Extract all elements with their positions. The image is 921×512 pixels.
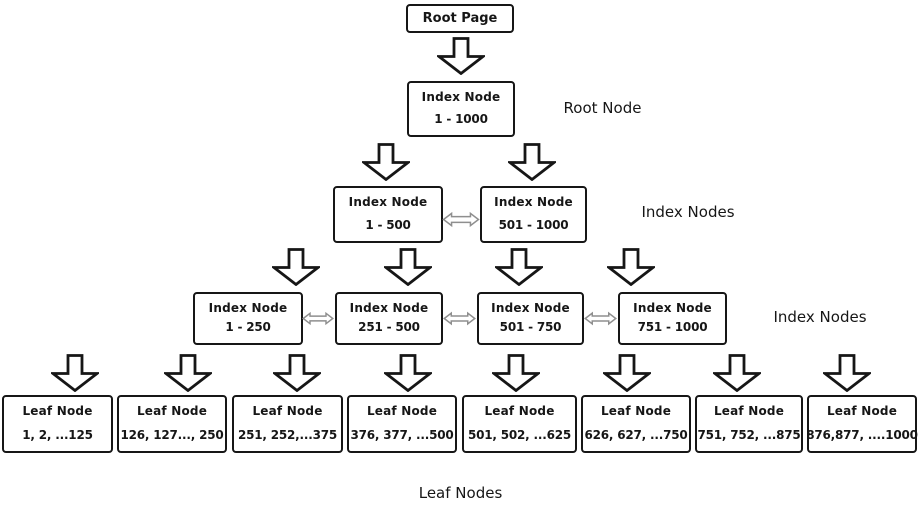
double-arrow-icon <box>442 211 480 228</box>
node-range: 376, 377, ...500 <box>350 428 454 442</box>
down-arrow-icon <box>508 143 556 181</box>
node-range: 751 - 1000 <box>637 320 708 334</box>
node-title: Leaf Node <box>252 404 323 418</box>
root-page-label: Root Page <box>422 11 498 26</box>
index-nodes-side-label: Index Nodes <box>641 203 735 221</box>
index-node-501-1000-box: Index Node 501 - 1000 <box>480 186 587 243</box>
node-title: Index Node <box>349 301 429 315</box>
down-arrow-icon <box>51 354 99 392</box>
leaf-node-8-box: Leaf Node 876,877, ....1000 <box>806 395 918 453</box>
root-page-box: Root Page <box>406 4 514 33</box>
down-arrow-icon <box>362 143 410 181</box>
index-node-501-750-box: Index Node 501 - 750 <box>477 292 584 345</box>
down-arrow-icon <box>437 37 485 75</box>
leaf-node-6-box: Leaf Node 626, 627, ...750 <box>581 395 691 453</box>
down-arrow-icon <box>492 354 540 392</box>
node-range: 751, 752, ...875 <box>697 428 801 442</box>
double-arrow-icon <box>584 311 617 326</box>
index-node-root-box: Index Node 1 - 1000 <box>407 81 515 137</box>
index-node-251-500-box: Index Node 251 - 500 <box>335 292 443 345</box>
node-range: 626, 627, ...750 <box>584 428 688 442</box>
double-arrow-icon <box>302 311 334 326</box>
down-arrow-icon <box>272 248 320 286</box>
node-range: 876,877, ....1000 <box>806 428 918 442</box>
node-range: 251 - 500 <box>358 320 420 334</box>
node-range: 126, 127..., 250 <box>120 428 224 442</box>
node-range: 501, 502, ...625 <box>467 428 572 442</box>
index-node-1-500-box: Index Node 1 - 500 <box>333 186 443 243</box>
node-title: Leaf Node <box>484 404 555 418</box>
node-title: Index Node <box>491 301 570 315</box>
node-range: 1 - 250 <box>225 320 271 334</box>
node-title: Index Node <box>421 90 501 104</box>
node-range: 501 - 1000 <box>498 218 569 232</box>
node-title: Index Node <box>208 301 288 315</box>
leaf-node-3-box: Leaf Node 251, 252,...375 <box>232 395 343 453</box>
node-title: Leaf Node <box>713 404 785 418</box>
down-arrow-icon <box>603 354 651 392</box>
node-range: 1 - 1000 <box>434 112 488 126</box>
root-node-side-label: Root Node <box>563 99 642 117</box>
node-title: Index Node <box>494 195 573 209</box>
down-arrow-icon <box>384 354 432 392</box>
node-title: Index Node <box>633 301 712 315</box>
node-range: 501 - 750 <box>499 320 562 334</box>
leaf-node-4-box: Leaf Node 376, 377, ...500 <box>347 395 457 453</box>
index-node-1-250-box: Index Node 1 - 250 <box>193 292 303 345</box>
leaf-nodes-bottom-label: Leaf Nodes <box>418 484 503 502</box>
double-arrow-icon <box>443 311 476 326</box>
node-range: 251, 252,...375 <box>237 428 338 442</box>
down-arrow-icon <box>384 248 432 286</box>
node-title: Leaf Node <box>136 404 208 418</box>
leaf-node-5-box: Leaf Node 501, 502, ...625 <box>462 395 577 453</box>
down-arrow-icon <box>273 354 321 392</box>
down-arrow-icon <box>607 248 655 286</box>
leaf-node-7-box: Leaf Node 751, 752, ...875 <box>695 395 803 453</box>
down-arrow-icon <box>164 354 212 392</box>
node-range: 1 - 500 <box>365 218 411 232</box>
index-node-751-1000-box: Index Node 751 - 1000 <box>618 292 727 345</box>
index-nodes-side-label: Index Nodes <box>773 308 867 326</box>
node-title: Index Node <box>348 195 428 209</box>
node-title: Leaf Node <box>600 404 672 418</box>
leaf-node-1-box: Leaf Node 1, 2, ...125 <box>2 395 113 453</box>
down-arrow-icon <box>823 354 871 392</box>
node-title: Leaf Node <box>826 404 898 418</box>
down-arrow-icon <box>495 248 543 286</box>
node-title: Leaf Node <box>366 404 438 418</box>
leaf-node-2-box: Leaf Node 126, 127..., 250 <box>117 395 227 453</box>
node-range: 1, 2, ...125 <box>22 428 93 442</box>
node-title: Leaf Node <box>22 404 93 418</box>
down-arrow-icon <box>713 354 761 392</box>
